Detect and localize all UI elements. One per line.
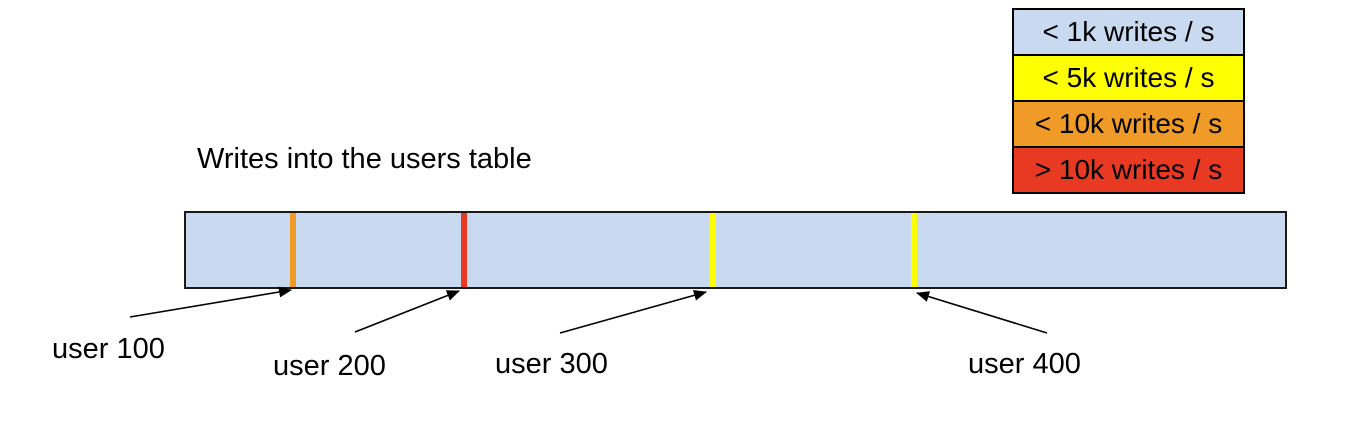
callout-label: user 100 [52, 333, 165, 365]
legend-item-label: > 10k writes / s [1034, 154, 1223, 185]
callout-arrow-user-200 [354, 290, 460, 333]
legend-item-label: < 5k writes / s [1042, 62, 1215, 93]
users-table-bar [184, 211, 1287, 289]
callout-label: user 400 [968, 348, 1081, 380]
legend: < 1k writes / s < 5k writes / s < 10k writ… [1012, 8, 1245, 194]
callout-arrow-user-100 [129, 286, 292, 318]
legend-item: < 10k writes / s [1014, 100, 1243, 146]
legend-item-label: < 10k writes / s [1034, 108, 1223, 139]
callout-arrow-user-400 [916, 291, 1048, 334]
diagram-title: Writes into the users table [197, 143, 532, 175]
legend-item: < 1k writes / s [1014, 10, 1243, 54]
stripe-user-400 [911, 213, 917, 287]
legend-item: > 10k writes / s [1014, 146, 1243, 192]
stripe-user-300 [710, 213, 716, 287]
legend-item-label: < 1k writes / s [1042, 16, 1215, 47]
stripe-user-100 [290, 213, 296, 287]
legend-item: < 5k writes / s [1014, 54, 1243, 100]
callout-label: user 200 [273, 350, 386, 382]
stripe-user-200 [461, 213, 467, 287]
callout-label: user 300 [495, 348, 608, 380]
callout-arrow-user-300 [559, 289, 707, 334]
